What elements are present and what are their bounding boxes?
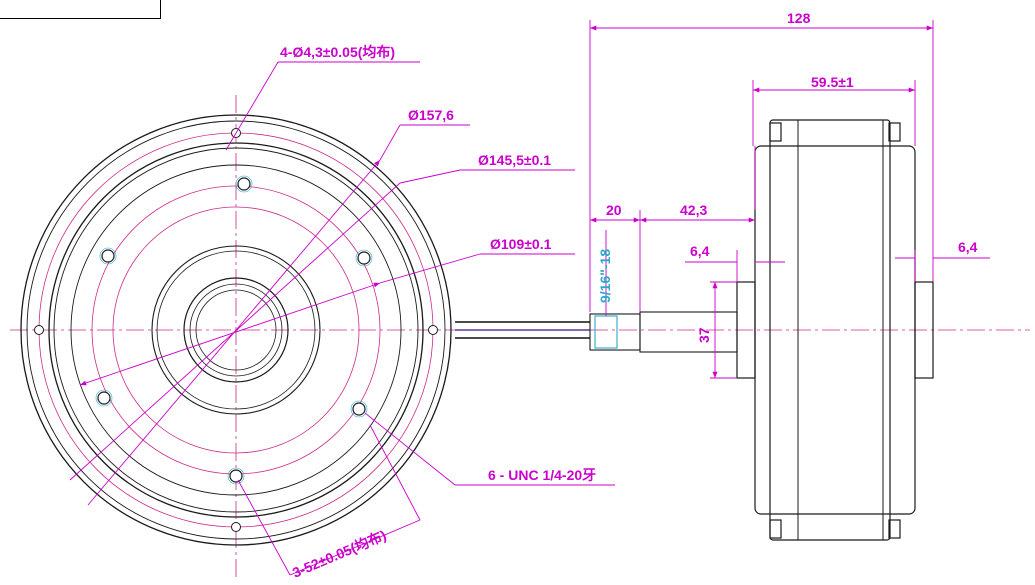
side-view [589, 20, 990, 541]
thread-callout-label: 6 - UNC 1/4-20牙 [488, 467, 596, 483]
shaft-length-label: 42,3 [680, 202, 707, 218]
front-view [10, 61, 1030, 580]
side-dimensions [589, 20, 990, 379]
hole-callout-label: 4-Ø4,3±0.05(均布) [280, 44, 395, 60]
outer-diameter-label: Ø157,6 [408, 107, 454, 123]
flange-diameter-label: Ø145,5±0.1 [478, 152, 551, 168]
body-length-label: 59.5±1 [811, 74, 854, 90]
cable-gland-length-label: 20 [606, 202, 622, 218]
thread-spec-label: 9/16"-18 [597, 249, 613, 303]
bolt-circle-label: Ø109±0.1 [490, 236, 552, 252]
motor-body [736, 119, 934, 541]
title-block [0, 0, 161, 19]
threaded-holes [95, 175, 373, 485]
arc-callout-label: 3-52±0.05(均布) [290, 527, 389, 581]
step-right-label: 6,4 [958, 239, 978, 255]
overall-length-label: 128 [787, 10, 811, 26]
shaft-diameter-label: 37 [696, 327, 712, 343]
front-leaders [69, 61, 615, 576]
lead-wires [455, 321, 590, 339]
step-left-label: 6,4 [690, 243, 710, 259]
